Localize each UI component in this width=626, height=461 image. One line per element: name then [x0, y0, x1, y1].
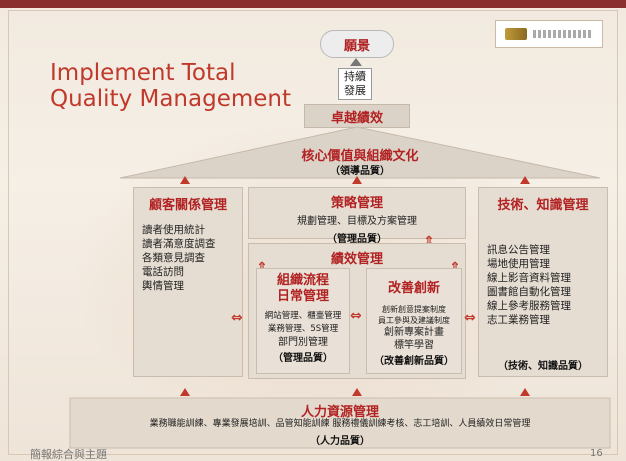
customer-item: 輿情管理: [142, 280, 184, 292]
strategy-title: 策略管理: [330, 196, 383, 211]
process-item: 業務管理、5S管理: [267, 324, 339, 334]
vision-label: 願景: [343, 38, 370, 54]
customer-item: 電話訪問: [142, 266, 184, 278]
tech-sub: （技術、知識品質）: [498, 361, 588, 372]
tech-item: 訊息公告管理: [487, 244, 550, 256]
process-box: 組織流程 日常管理 網站管理、櫃臺管理 業務管理、5S管理 部門別管理 （管理品…: [256, 268, 350, 374]
tech-item: 志工業務管理: [487, 314, 550, 326]
logo-wordmark-icon: [533, 30, 593, 38]
tech-item: 線上參考服務管理: [487, 300, 571, 312]
innovation-title: 改善創新: [387, 281, 440, 296]
strategy-box: 策略管理 規劃管理、目標及方案管理 （管理品質）: [248, 187, 466, 245]
customer-box: 顧客關係管理 讀者使用統計 讀者滿意度調查 各類意見調查 電話訪問 輿情管理: [133, 187, 243, 377]
title-line-2: Quality Management: [50, 86, 292, 112]
process-item: 網站管理、櫃臺管理: [264, 311, 342, 321]
process-title: 組織流程 日常管理: [257, 273, 349, 305]
customer-title: 顧客關係管理: [148, 198, 227, 213]
hr-text: 業務職能訓練、專業發展培訓、品管知能訓練 服務禮儀訓練考核、志工培訓、人員績效日…: [149, 419, 531, 429]
tech-arrow-icon: [520, 176, 530, 184]
page-number: 16: [590, 448, 603, 459]
vision-cloud: 願景: [320, 30, 394, 58]
strategy-arrow-icon: [352, 176, 362, 184]
customer-arrow-icon: [180, 176, 190, 184]
strategy-sub: （管理品質）: [327, 234, 387, 245]
hr-base: [69, 397, 611, 449]
tech-list: 訊息公告管理 場地使用管理 線上影音資料管理 圖書館自動化管理 線上參考服務管理…: [487, 243, 607, 327]
footer-text: 簡報綜合與主題: [30, 448, 107, 461]
customer-item: 讀者使用統計: [142, 224, 205, 236]
performance-tech-arrow-icon: ⇔: [464, 310, 476, 326]
hr-title: 人力資源管理: [300, 405, 379, 420]
innovation-item: 創新專案計畫: [384, 327, 444, 338]
title-line-1: Implement Total: [50, 60, 236, 86]
process-title-line-1: 組織流程: [276, 273, 329, 288]
hr-performance-arrow-icon: [352, 388, 362, 396]
top-bar: [0, 0, 626, 8]
vision-arrow-icon: [350, 58, 362, 66]
strategy-text: 規劃管理、目標及方案管理: [297, 216, 417, 227]
hr-sub: （人力品質）: [310, 436, 370, 447]
customer-list: 讀者使用統計 讀者滿意度調查 各類意見調查 電話訪問 輿情管理: [142, 223, 242, 293]
slide-title: Implement Total Quality Management: [50, 60, 320, 112]
customer-item: 讀者滿意度調查: [142, 238, 216, 250]
process-dept: 部門別管理: [278, 337, 328, 348]
excellence-label: 卓越績效: [330, 110, 383, 126]
innovation-sub: （改善創新品質）: [374, 356, 454, 367]
tech-title: 技術、知識管理: [497, 198, 589, 213]
tech-item: 場地使用管理: [487, 258, 550, 270]
customer-performance-arrow-icon: ⇔: [231, 310, 243, 326]
innovation-item: 標竿學習: [394, 340, 434, 351]
tech-box: 技術、知識管理 訊息公告管理 場地使用管理 線上影音資料管理 圖書館自動化管理 …: [478, 187, 608, 377]
library-logo: [495, 20, 603, 48]
innovation-item: 員工參與及建議制度: [378, 316, 450, 325]
hr-tech-arrow-icon: [520, 388, 530, 396]
process-title-line-2: 日常管理: [276, 289, 329, 304]
sustain-box: 持續 發展: [338, 68, 372, 100]
tech-item: 圖書館自動化管理: [487, 286, 571, 298]
sustain-line-1: 持續: [344, 70, 366, 83]
strategy-performance-arrow-icon: ⇕: [423, 234, 435, 250]
hr-customer-arrow-icon: [180, 388, 190, 396]
sustain-line-2: 發展: [344, 84, 366, 97]
innovation-item: 創新創意提案制度: [382, 305, 446, 314]
slide-frame: [8, 10, 618, 455]
process-sub: （管理品質）: [273, 353, 333, 364]
core-sub: （領導品質）: [330, 166, 390, 177]
core-title: 核心價值與組織文化: [301, 149, 419, 164]
performance-title: 績效管理: [330, 252, 383, 267]
tech-item: 線上影音資料管理: [487, 272, 571, 284]
logo-mark-icon: [505, 28, 527, 40]
process-innovation-arrow-icon: ⇔: [350, 308, 362, 324]
customer-item: 各類意見調查: [142, 252, 205, 264]
innovation-box: 改善創新 創新創意提案制度 員工參與及建議制度 創新專案計畫 標竿學習 （改善創…: [366, 268, 462, 374]
